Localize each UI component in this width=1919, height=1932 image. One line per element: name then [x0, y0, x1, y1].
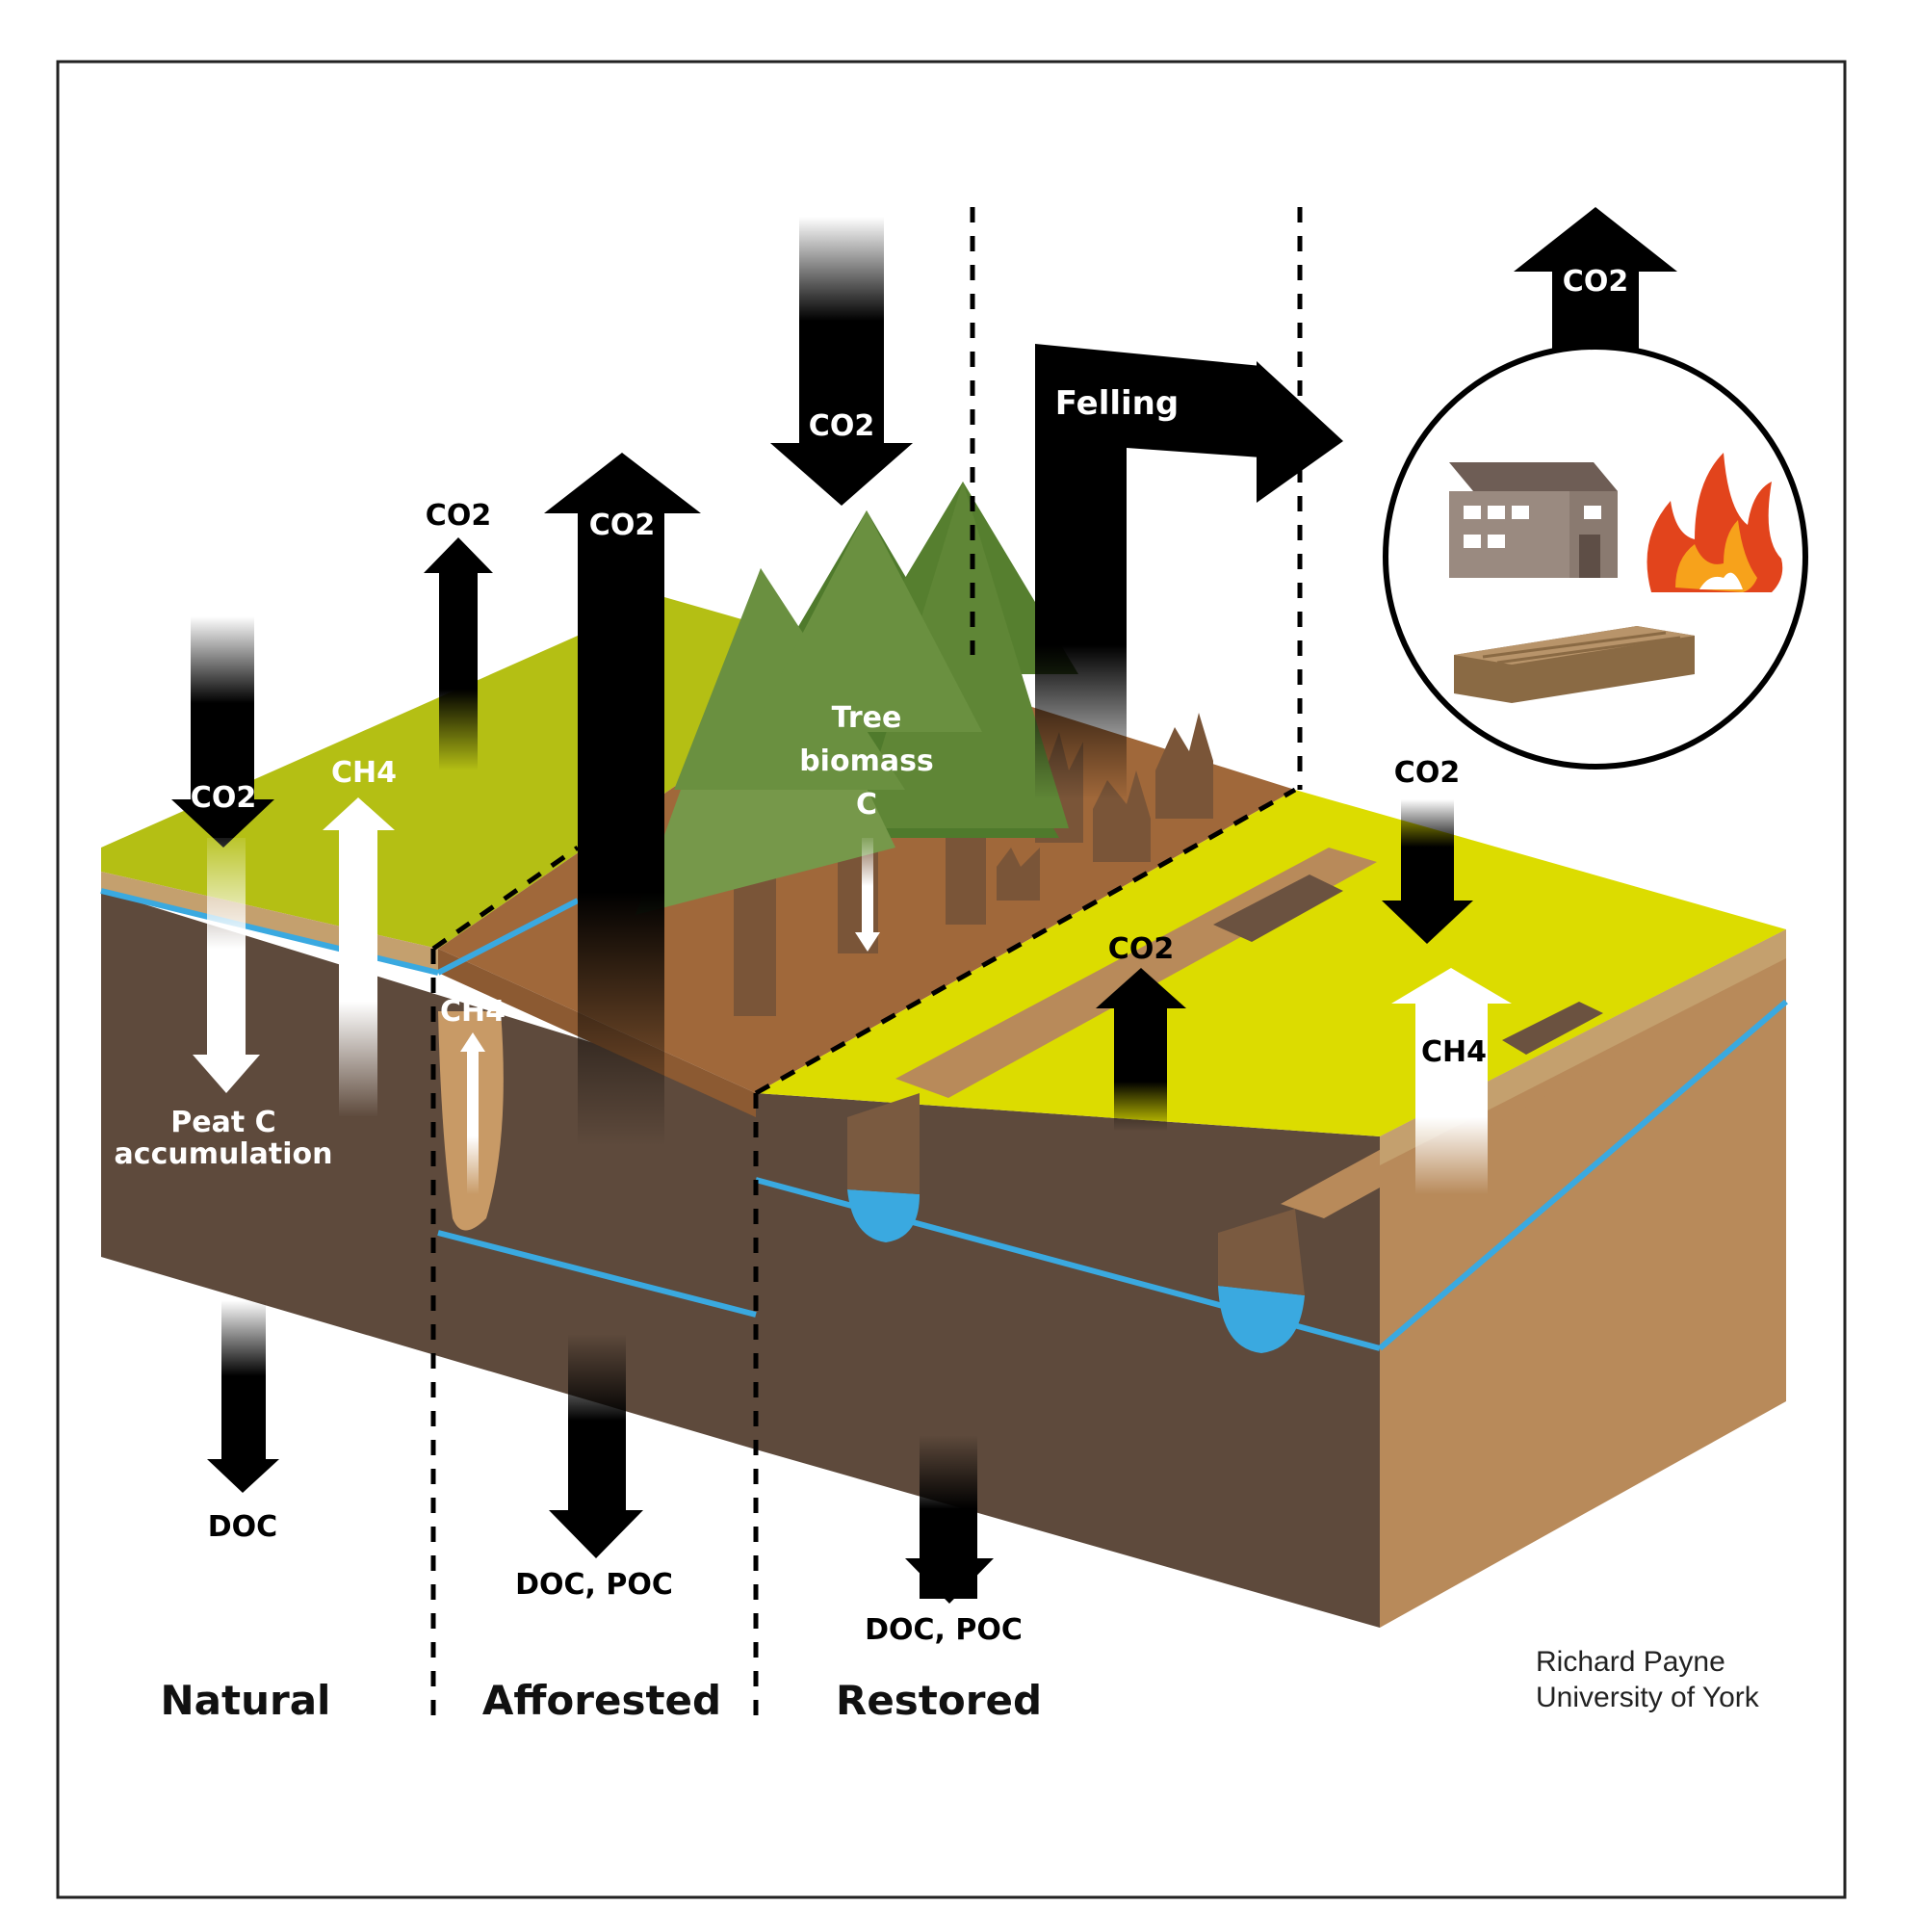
tree-biomass-label-2: biomass [799, 744, 934, 778]
co2-afforested-up-label: CO2 [589, 509, 655, 542]
co2-natural-down-label: CO2 [191, 781, 256, 815]
section-afforested-label: Afforested [482, 1677, 721, 1724]
section-dividers [430, 207, 1303, 1724]
arrow-felling [1035, 344, 1343, 799]
arrow-doc-natural [207, 1300, 279, 1493]
arrow-doc-poc-restored [905, 1435, 994, 1604]
peat-accumulation-label-2: accumulation [115, 1137, 333, 1171]
timber-plank-icon [1454, 626, 1695, 703]
arrow-peat-accumulation [193, 838, 260, 1093]
fire-icon [1647, 453, 1783, 592]
restored-pool-1 [847, 1189, 920, 1242]
doc-natural-label: DOC [208, 1510, 277, 1544]
co2-products-label: CO2 [1563, 265, 1628, 299]
doc-poc-afforested-label: DOC, POC [515, 1568, 673, 1602]
peat-accumulation-label: Peat C [170, 1106, 275, 1139]
arrow-co2-products [1514, 207, 1677, 356]
house-icon [1449, 462, 1618, 578]
arrow-co2-natural-down [171, 616, 274, 848]
conifer-trees [635, 482, 1078, 1016]
doc-poc-restored-label: DOC, POC [865, 1613, 1023, 1647]
arrow-co2-natural-up [424, 537, 493, 770]
ch4-restored-up-label: CH4 [1421, 1035, 1487, 1069]
natural-grass-surface [101, 597, 867, 949]
credit-institution: University of York [1536, 1682, 1760, 1713]
co2-restored-up-label: CO2 [1108, 932, 1174, 966]
section-restored-label: Restored [836, 1677, 1042, 1724]
arrow-co2-restored-down [1382, 799, 1473, 944]
arrow-tree-biomass [855, 838, 880, 952]
ch4-natural-up-label: CH4 [331, 756, 397, 790]
ch4-afforested-label: CH4 [440, 995, 506, 1029]
credit-author: Richard Payne [1536, 1646, 1725, 1678]
tree-biomass-label-1: Tree [832, 701, 902, 735]
arrow-ch4-restored-up [1391, 968, 1512, 1194]
co2-restored-down-label: CO2 [1394, 756, 1460, 790]
co2-natural-up-label: CO2 [426, 499, 491, 533]
co2-afforested-down-label: CO2 [809, 409, 874, 443]
tree-biomass-label-3: C [856, 788, 877, 822]
restored-pool-2 [1218, 1286, 1305, 1353]
arrow-co2-afforested-down [770, 217, 913, 506]
section-natural-label: Natural [161, 1677, 331, 1724]
felling-label: Felling [1055, 384, 1179, 423]
arrow-ch4-afforested [460, 1032, 485, 1194]
arrow-doc-poc-afforested [549, 1334, 643, 1558]
arrow-co2-restored-up [1096, 968, 1186, 1132]
wood-products-circle [1383, 344, 1808, 770]
arrow-co2-afforested-up [544, 453, 701, 1146]
arrow-ch4-natural-up [323, 797, 395, 1117]
